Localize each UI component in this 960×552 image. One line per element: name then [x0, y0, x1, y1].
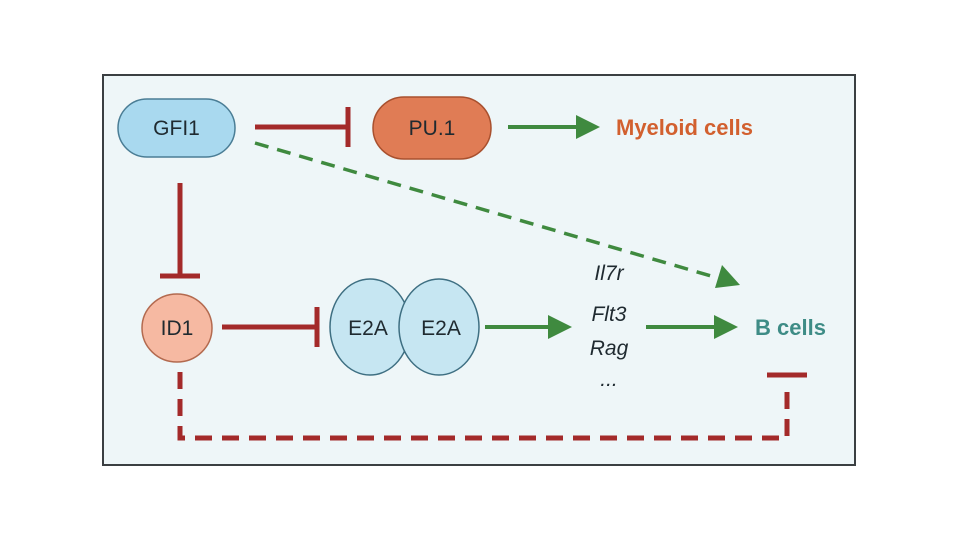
- b-cells-label: B cells: [755, 315, 826, 340]
- pu1-activates-myeloid-edge: [508, 115, 600, 139]
- target-genes-list: Il7r Flt3 Rag ...: [590, 262, 629, 391]
- gfi1-activates-bcells-dashed-edge: [254, 141, 740, 288]
- pu1-label: PU.1: [409, 117, 456, 140]
- pu1-node: PU.1: [372, 96, 492, 160]
- gfi1-node: GFI1: [117, 98, 236, 158]
- e2a-right-label: E2A: [421, 317, 461, 340]
- gene-rag: Rag: [590, 337, 629, 360]
- id1-node: ID1: [141, 293, 213, 363]
- myeloid-cells-label: Myeloid cells: [616, 115, 753, 140]
- gfi1-inhibits-id1-edge: [160, 183, 200, 279]
- id1-inhibits-e2a-edge: [222, 307, 320, 347]
- e2a-left-label: E2A: [348, 317, 388, 340]
- gene-ellipsis: ...: [600, 368, 618, 391]
- id1-label: ID1: [161, 317, 194, 340]
- gfi1-label: GFI1: [153, 117, 200, 140]
- gene-flt3: Flt3: [591, 303, 626, 326]
- gene-il7r: Il7r: [594, 262, 624, 285]
- genes-activate-bcells-edge: [646, 315, 738, 339]
- e2a-activates-genes-edge: [485, 315, 572, 339]
- e2a-dimer-node: E2A E2A: [329, 278, 480, 376]
- id1-inhibits-bcells-dashed-edge: [177, 372, 807, 441]
- gfi1-inhibits-pu1-edge: [255, 107, 351, 147]
